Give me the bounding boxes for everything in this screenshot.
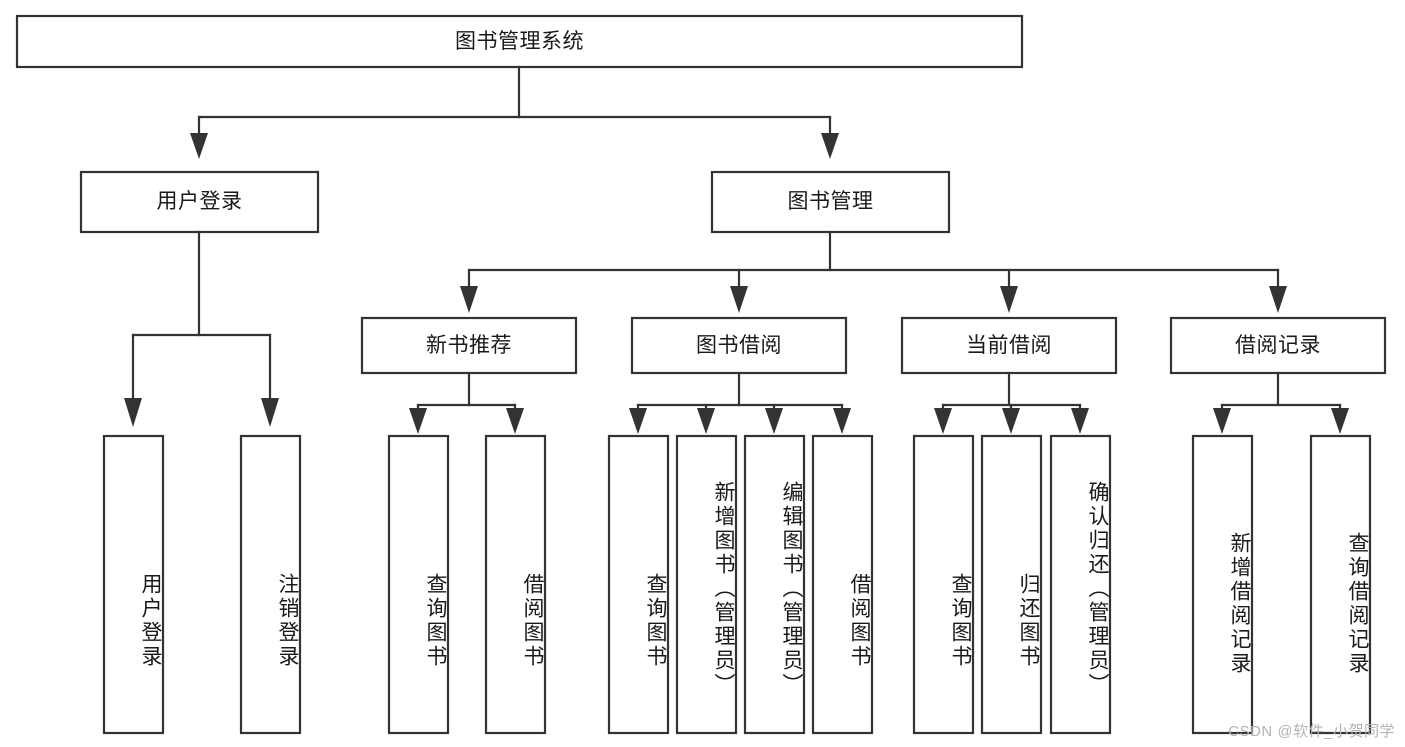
node-book-manage[interactable] — [710, 170, 951, 234]
arrowhead-current-borrow — [1000, 286, 1018, 313]
arrowhead-leaf-user-login-2 — [261, 398, 279, 427]
node-current-borrow[interactable] — [900, 316, 1118, 375]
node-leaf-book-borrow-2[interactable] — [675, 434, 738, 735]
node-leaf-user-login-1[interactable] — [102, 434, 165, 735]
node-borrow-record[interactable] — [1169, 316, 1387, 375]
node-leaf-book-borrow-3[interactable] — [743, 434, 806, 735]
arrowhead-leaf-new-book-1 — [409, 408, 427, 434]
watermark-text: CSDN @软件_小贺同学 — [1228, 723, 1395, 740]
node-leaf-borrow-record-2[interactable] — [1309, 434, 1372, 735]
arrowhead-user-login — [190, 133, 208, 159]
node-leaf-borrow-record-1[interactable] — [1191, 434, 1254, 735]
arrowhead-leaf-current-borrow-2 — [1002, 408, 1020, 434]
arrowhead-leaf-current-borrow-3 — [1071, 408, 1089, 434]
node-leaf-current-borrow-1[interactable] — [912, 434, 975, 735]
arrowhead-leaf-new-book-2 — [506, 408, 524, 434]
arrowhead-leaf-book-borrow-2 — [697, 408, 715, 434]
node-leaf-current-borrow-3[interactable] — [1049, 434, 1112, 735]
arrowhead-book-manage — [821, 133, 839, 159]
arrowhead-book-borrow — [730, 286, 748, 313]
node-leaf-user-login-2[interactable] — [239, 434, 302, 735]
arrowhead-leaf-book-borrow-1 — [629, 408, 647, 434]
node-leaf-new-book-1[interactable] — [387, 434, 450, 735]
node-leaf-new-book-2[interactable] — [484, 434, 547, 735]
arrowhead-new-book — [460, 286, 478, 313]
node-book-borrow[interactable] — [630, 316, 848, 375]
node-root[interactable] — [15, 14, 1024, 69]
node-leaf-current-borrow-2[interactable] — [980, 434, 1043, 735]
arrowhead-leaf-current-borrow-1 — [934, 408, 952, 434]
arrowhead-borrow-record — [1269, 286, 1287, 313]
node-user-login[interactable] — [79, 170, 320, 234]
arrowhead-leaf-borrow-record-1 — [1213, 408, 1231, 434]
arrowhead-leaf-book-borrow-4 — [833, 408, 851, 434]
node-new-book[interactable] — [360, 316, 578, 375]
node-leaf-book-borrow-1[interactable] — [607, 434, 670, 735]
arrowhead-leaf-user-login-1 — [124, 398, 142, 427]
arrowhead-leaf-book-borrow-3 — [765, 408, 783, 434]
node-leaf-book-borrow-4[interactable] — [811, 434, 874, 735]
arrowhead-leaf-borrow-record-2 — [1331, 408, 1349, 434]
